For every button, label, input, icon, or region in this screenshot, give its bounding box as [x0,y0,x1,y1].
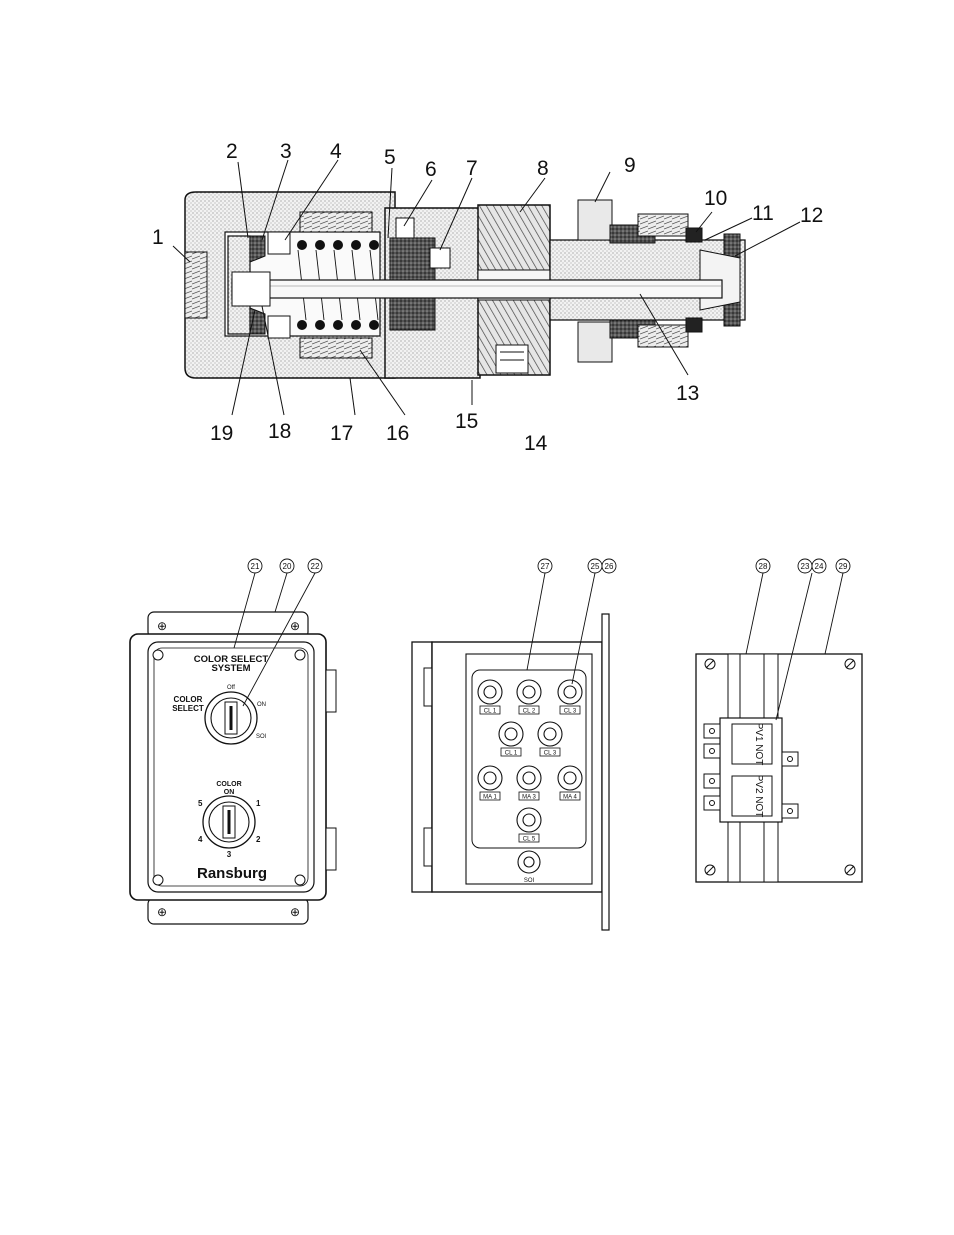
fitting-tag: CL 2 [523,709,536,715]
fitting-tag: CL 1 [484,709,497,715]
position-sol: SOl [256,734,266,740]
callout-26: 26 [605,562,614,571]
select-label-line2: SELECT [172,704,204,713]
callout-24: 24 [815,562,824,571]
dial-position-3: 3 [227,850,232,859]
callout-5: 5 [384,146,396,169]
svg-text:⊕: ⊕ [157,619,167,633]
color-on-line1: COLOR [216,781,241,788]
fitting-tag: MA 1 [483,795,497,801]
callout-13: 13 [676,382,699,405]
callout-18: 18 [268,420,291,443]
callout-9: 9 [624,154,636,177]
callout-25: 25 [591,562,600,571]
color-on-line2: ON [224,789,235,796]
callout-19: 19 [210,422,233,445]
svg-text:⊕: ⊕ [290,905,300,919]
callout-15: 15 [455,410,478,433]
callout-27: 27 [541,562,550,571]
svg-text:⊕: ⊕ [157,905,167,919]
callout-3: 3 [280,140,292,163]
fitting-tag: CL 1 [505,751,518,757]
valve-1-label: PV1 NOT [753,723,764,766]
callout-10: 10 [704,187,727,210]
panel-title-line2: SYSTEM [211,663,250,674]
callout-20: 20 [283,562,292,571]
callout-7: 7 [466,157,478,180]
fitting-tag: MA 3 [522,795,536,801]
callout-4: 4 [330,140,342,163]
dial-position-2: 2 [256,835,261,844]
callout-22: 22 [311,562,320,571]
callout-6: 6 [425,158,437,181]
callout-14: 14 [524,432,548,455]
circled-callout-labels: 21 20 22 27 25 26 28 23 24 29 [251,562,848,571]
callout-23: 23 [801,562,810,571]
position-off: Off [227,685,235,691]
callout-16: 16 [386,422,409,445]
valve-panel-view [696,654,862,882]
valve-2-label: PV2 NOT [753,775,764,818]
solenoid-label: SOI [524,878,535,884]
brand-logo: Ransburg [197,865,267,882]
dial-position-4: 4 [198,835,203,844]
callout-11: 11 [752,202,774,225]
callout-1: 1 [152,226,164,249]
fitting-tag: CL 5 [523,837,536,843]
callout-8: 8 [537,157,549,180]
fitting-tag: CL 3 [564,709,577,715]
select-label-line1: COLOR [174,695,203,704]
fitting-tag: CL 3 [544,751,557,757]
dial-position-5: 5 [198,799,203,808]
callout-12: 12 [800,204,823,227]
fitting-tag: MA 4 [563,795,577,801]
callout-29: 29 [839,562,848,571]
svg-text:⊕: ⊕ [290,619,300,633]
callout-21: 21 [251,562,260,571]
callout-28: 28 [759,562,768,571]
dial-position-1: 1 [256,799,261,808]
callout-2: 2 [226,140,238,163]
position-on: ON [257,702,266,708]
side-panel-view [412,614,609,930]
callout-17: 17 [330,422,353,445]
